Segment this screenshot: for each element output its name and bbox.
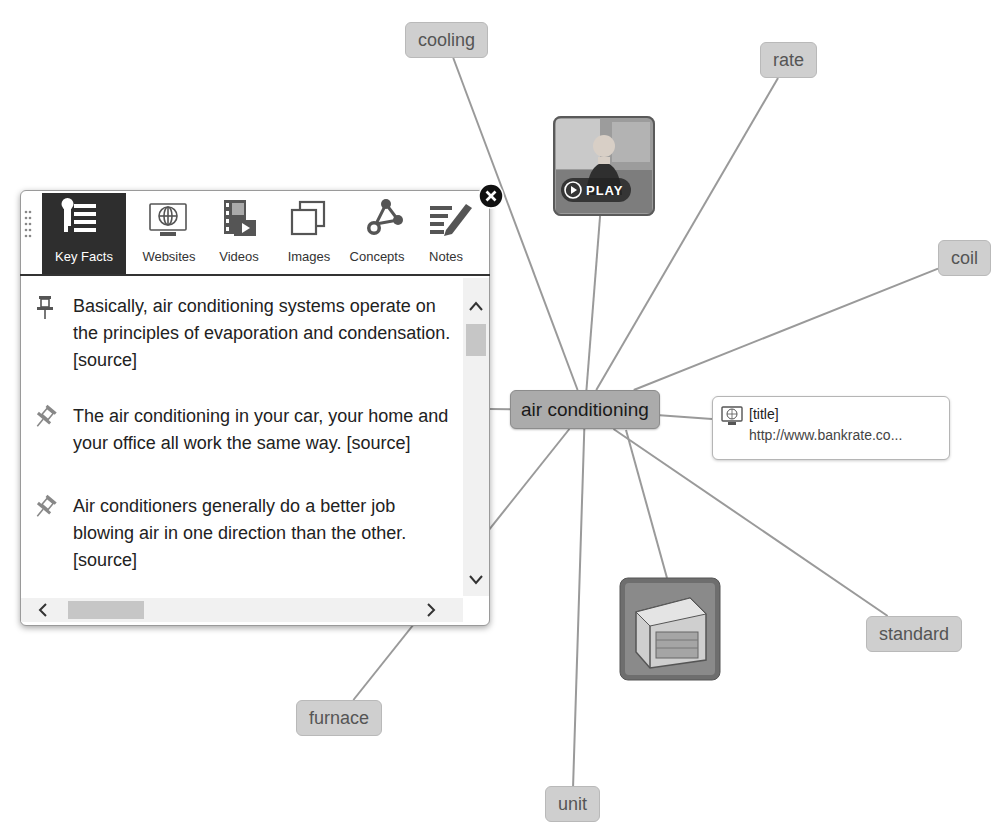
concept-label: air conditioning (521, 398, 649, 421)
key-fact: Basically, air conditioning systems oper… (73, 293, 459, 374)
website-node: [title] http://www.bankrate.co... (712, 396, 950, 460)
play-button: PLAY (561, 178, 631, 202)
tab-label: Videos (203, 249, 275, 265)
connector (634, 269, 938, 390)
website-title: [title] (749, 406, 779, 423)
concept-label: coil (951, 247, 978, 269)
tab-label: Images (273, 249, 345, 265)
tab-label: Key Facts (48, 249, 120, 265)
video-thumbnail (553, 116, 655, 216)
concept-node: rate (760, 42, 817, 78)
concept-label: rate (773, 49, 804, 71)
connector (490, 408, 510, 410)
tab-label: Websites (133, 249, 205, 265)
video-node: PLAY (553, 116, 655, 216)
concept-label: furnace (309, 707, 369, 729)
concept-node: coil (938, 240, 991, 276)
play-icon (564, 181, 582, 199)
connector (660, 415, 712, 419)
pin-icon (33, 494, 57, 520)
pin-icon (33, 404, 57, 430)
website-url: http://www.bankrate.co... (749, 427, 902, 444)
central-concept: air conditioning (510, 390, 660, 429)
tab-label: Notes (410, 249, 482, 265)
connector (586, 216, 600, 390)
tab-label: Concepts (341, 249, 413, 265)
close-button (478, 183, 504, 209)
pin-icon (33, 294, 57, 320)
play-label: PLAY (586, 183, 623, 198)
concept-label: cooling (418, 29, 475, 51)
info-panel: Key Facts WebsitesVideosImagesConceptsNot… (20, 190, 490, 626)
concept-node: cooling (405, 22, 488, 58)
key-fact: The air conditioning in your car, your h… (73, 403, 459, 457)
website-icon (721, 405, 743, 427)
concept-node: furnace (296, 700, 382, 736)
connector (573, 429, 584, 786)
concept-node: unit (545, 786, 600, 822)
concept-node: standard (866, 616, 962, 652)
concept-label: standard (879, 623, 949, 645)
key-fact: Air conditioners generally do a better j… (73, 493, 459, 574)
concept-label: unit (558, 793, 587, 815)
